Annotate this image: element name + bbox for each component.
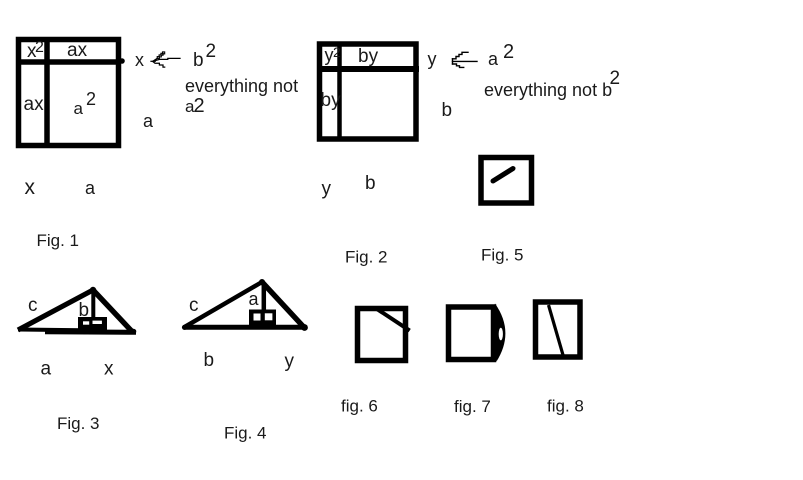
svg-text:x: x bbox=[135, 50, 144, 70]
svg-text:x: x bbox=[104, 359, 114, 380]
svg-text:fig. 6: fig. 6 bbox=[341, 397, 378, 416]
svg-text:2: 2 bbox=[86, 89, 96, 109]
svg-text:by: by bbox=[358, 46, 379, 67]
svg-text:c: c bbox=[189, 295, 199, 316]
svg-text:b: b bbox=[365, 173, 376, 194]
svg-text:ax: ax bbox=[67, 40, 88, 61]
svg-text:a: a bbox=[488, 49, 499, 69]
svg-text:b: b bbox=[193, 50, 204, 71]
svg-text:2: 2 bbox=[206, 41, 217, 62]
svg-text:everything not: everything not bbox=[185, 76, 298, 96]
svg-text:a: a bbox=[143, 111, 154, 131]
svg-text:2: 2 bbox=[503, 41, 514, 63]
svg-text:a: a bbox=[185, 97, 195, 116]
svg-text:fig. 7: fig. 7 bbox=[454, 397, 491, 416]
svg-text:y: y bbox=[322, 179, 332, 200]
svg-text:Fig. 4: Fig. 4 bbox=[224, 424, 267, 443]
svg-text:b: b bbox=[442, 100, 453, 121]
svg-text:x: x bbox=[25, 176, 36, 199]
svg-text:a: a bbox=[249, 289, 260, 309]
svg-text:ax: ax bbox=[24, 94, 45, 115]
svg-text:Fig. 1: Fig. 1 bbox=[37, 231, 80, 250]
svg-text:c: c bbox=[28, 295, 38, 316]
svg-text:Fig. 2: Fig. 2 bbox=[345, 248, 388, 267]
svg-text:fig. 8: fig. 8 bbox=[547, 397, 584, 416]
svg-text:y: y bbox=[285, 351, 295, 372]
svg-text:y: y bbox=[325, 45, 334, 65]
svg-text:by: by bbox=[321, 90, 342, 111]
svg-text:2: 2 bbox=[610, 68, 621, 89]
svg-text:2: 2 bbox=[333, 44, 341, 60]
svg-text:Fig. 5: Fig. 5 bbox=[481, 246, 524, 265]
svg-text:a: a bbox=[85, 178, 96, 198]
svg-text:x: x bbox=[27, 41, 37, 62]
svg-text:y: y bbox=[428, 49, 437, 69]
svg-text:a: a bbox=[41, 359, 52, 380]
svg-text:b: b bbox=[79, 300, 90, 321]
svg-text:Fig. 3: Fig. 3 bbox=[57, 414, 100, 433]
svg-text:2: 2 bbox=[194, 95, 205, 117]
svg-text:everything not b: everything not b bbox=[484, 80, 612, 100]
svg-text:a: a bbox=[74, 99, 84, 118]
svg-text:2: 2 bbox=[35, 39, 44, 56]
svg-text:b: b bbox=[204, 350, 215, 371]
